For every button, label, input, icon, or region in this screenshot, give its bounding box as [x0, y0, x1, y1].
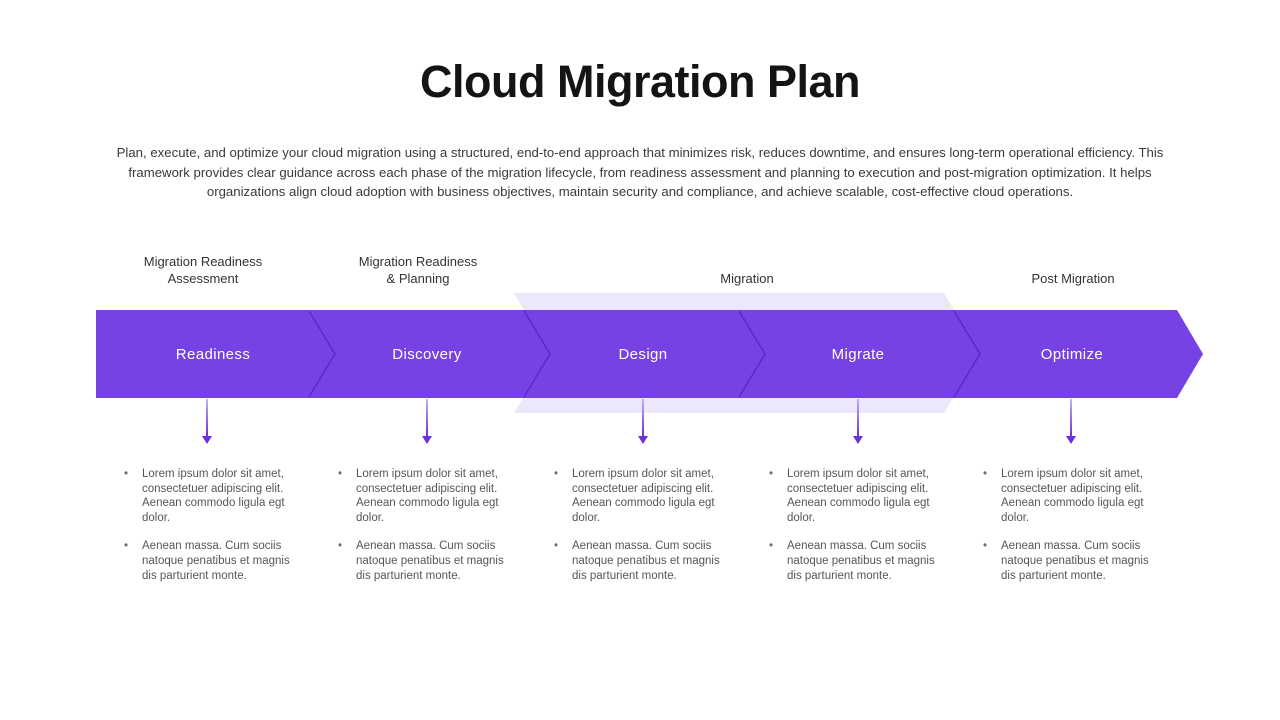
phase-group-label-readiness-assessment: Migration Readiness Assessment — [143, 254, 263, 287]
connector-arrowhead — [202, 436, 212, 444]
connector-line — [1070, 399, 1072, 436]
bullet-list-optimize: • Lorem ipsum dolor sit amet, consectetu… — [983, 467, 1161, 597]
bullet-text: Aenean massa. Cum sociis natoque penatib… — [356, 540, 504, 582]
bullet-marker: • — [983, 540, 988, 553]
chevron-divider-3 — [738, 310, 766, 398]
bullet-text: Lorem ipsum dolor sit amet, consectetuer… — [142, 468, 285, 524]
bullet-marker: • — [983, 468, 988, 480]
connector-line — [206, 399, 208, 436]
list-item: • Aenean massa. Cum sociis natoque penat… — [338, 539, 516, 583]
process-band-shape — [96, 310, 1203, 398]
list-item: • Lorem ipsum dolor sit amet, consectetu… — [338, 467, 516, 525]
bullet-text: Lorem ipsum dolor sit amet, consectetuer… — [787, 468, 930, 524]
bullet-text: Lorem ipsum dolor sit amet, consectetuer… — [356, 468, 499, 524]
list-item: • Aenean massa. Cum sociis natoque penat… — [554, 539, 732, 583]
chevron-divider-4 — [953, 310, 981, 398]
chevron-divider-1 — [308, 310, 336, 398]
list-item: • Lorem ipsum dolor sit amet, consectetu… — [124, 467, 302, 525]
connector-arrowhead — [638, 436, 648, 444]
bullet-text: Aenean massa. Cum sociis natoque penatib… — [1001, 540, 1149, 582]
connector-line — [642, 399, 644, 436]
list-item: • Lorem ipsum dolor sit amet, consectetu… — [769, 467, 947, 525]
bullet-marker: • — [124, 468, 129, 480]
bullet-text: Aenean massa. Cum sociis natoque penatib… — [572, 540, 720, 582]
step-chevron-discovery: Discovery — [392, 345, 462, 363]
bullet-marker: • — [769, 540, 774, 553]
bullet-list-discovery: • Lorem ipsum dolor sit amet, consectetu… — [338, 467, 516, 597]
process-arrow-band — [96, 310, 1203, 398]
bullet-marker: • — [338, 540, 343, 553]
bullet-marker: • — [769, 468, 774, 480]
connector-line — [857, 399, 859, 436]
bullet-marker: • — [338, 468, 343, 480]
step-chevron-optimize: Optimize — [1040, 345, 1104, 363]
slide-description: Plan, execute, and optimize your cloud m… — [116, 145, 1164, 200]
step-chevron-design: Design — [618, 345, 668, 363]
chevron-divider-2 — [523, 310, 551, 398]
bullet-list-migrate: • Lorem ipsum dolor sit amet, consectetu… — [769, 467, 947, 597]
connector-line — [426, 399, 428, 436]
bullet-text: Aenean massa. Cum sociis natoque penatib… — [787, 540, 935, 582]
step-chevron-migrate: Migrate — [831, 345, 885, 363]
list-item: • Aenean massa. Cum sociis natoque penat… — [769, 539, 947, 583]
connector-arrowhead — [422, 436, 432, 444]
step-chevron-readiness: Readiness — [175, 345, 251, 363]
list-item: • Aenean massa. Cum sociis natoque penat… — [124, 539, 302, 583]
phase-group-label-readiness-planning: Migration Readiness & Planning — [358, 254, 478, 287]
list-item: • Lorem ipsum dolor sit amet, consectetu… — [554, 467, 732, 525]
phase-group-label-migration: Migration — [720, 271, 774, 287]
bullet-list-design: • Lorem ipsum dolor sit amet, consectetu… — [554, 467, 732, 597]
list-item: • Lorem ipsum dolor sit amet, consectetu… — [983, 467, 1161, 525]
bullet-text: Lorem ipsum dolor sit amet, consectetuer… — [1001, 468, 1144, 524]
list-item: • Aenean massa. Cum sociis natoque penat… — [983, 539, 1161, 583]
phase-group-label-post-migration: Post Migration — [1031, 271, 1115, 287]
bullet-list-readiness: • Lorem ipsum dolor sit amet, consectetu… — [124, 467, 302, 597]
bullet-text: Lorem ipsum dolor sit amet, consectetuer… — [572, 468, 715, 524]
bullet-marker: • — [554, 468, 559, 480]
connector-arrowhead — [1066, 436, 1076, 444]
page-title: Cloud Migration Plan — [420, 56, 860, 107]
bullet-marker: • — [124, 540, 129, 553]
bullet-marker: • — [554, 540, 559, 553]
bullet-text: Aenean massa. Cum sociis natoque penatib… — [142, 540, 290, 582]
connector-arrowhead — [853, 436, 863, 444]
